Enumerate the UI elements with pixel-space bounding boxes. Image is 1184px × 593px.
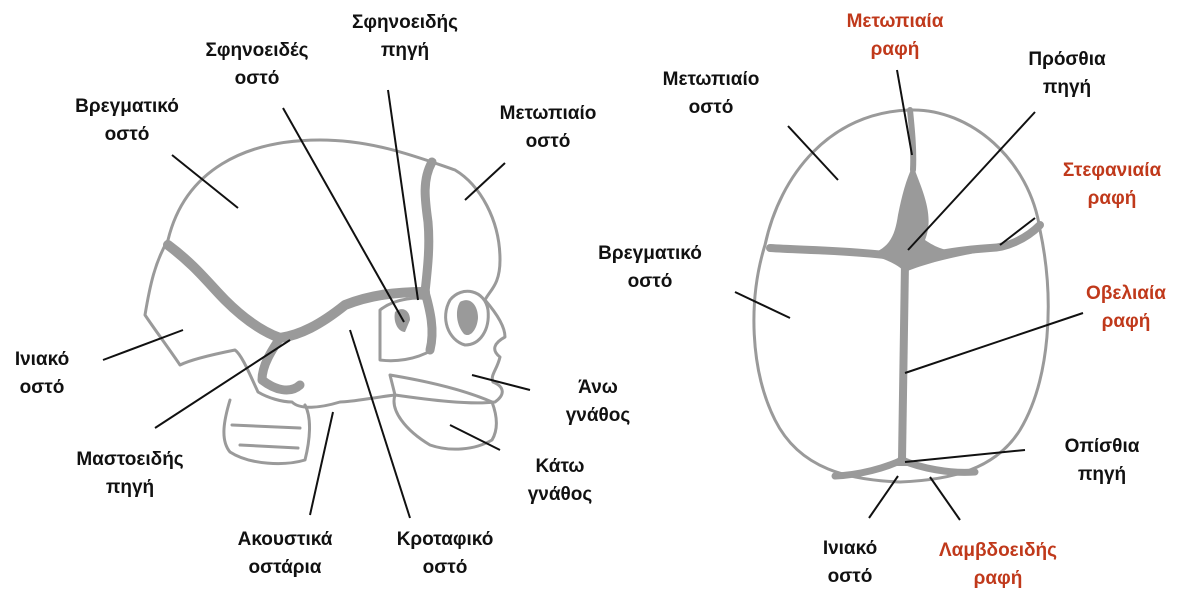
top-metopic-suture [910, 110, 913, 170]
leader-parietal-bone [172, 155, 238, 208]
leader-parietal-bone-top [735, 292, 790, 318]
top-view-sutures [770, 110, 1040, 476]
side-neck-outline [224, 400, 310, 464]
side-lambdoid-suture [168, 245, 280, 338]
top-lambdoid-suture-left [835, 460, 902, 476]
side-orbit-fill [457, 300, 478, 335]
leader-sphenoid-fontanelle [388, 90, 418, 300]
leader-ossicles [310, 412, 333, 515]
leader-lambdoid-suture [930, 477, 960, 520]
side-mandible-outline [390, 375, 497, 449]
top-sagittal-suture [902, 262, 905, 460]
side-view-skull [145, 140, 505, 464]
leader-posterior-fontanelle [905, 450, 1025, 462]
side-neck-segment [240, 445, 298, 448]
top-posterior-fontanelle-fill [892, 452, 912, 466]
leader-occipital-bone [103, 330, 183, 360]
leader-anterior-fontanelle [908, 112, 1035, 250]
side-coronal-suture [425, 162, 432, 292]
side-sphenoid-suture [425, 292, 432, 350]
side-neck-segment [232, 425, 300, 428]
leader-sagittal-suture [905, 313, 1083, 373]
